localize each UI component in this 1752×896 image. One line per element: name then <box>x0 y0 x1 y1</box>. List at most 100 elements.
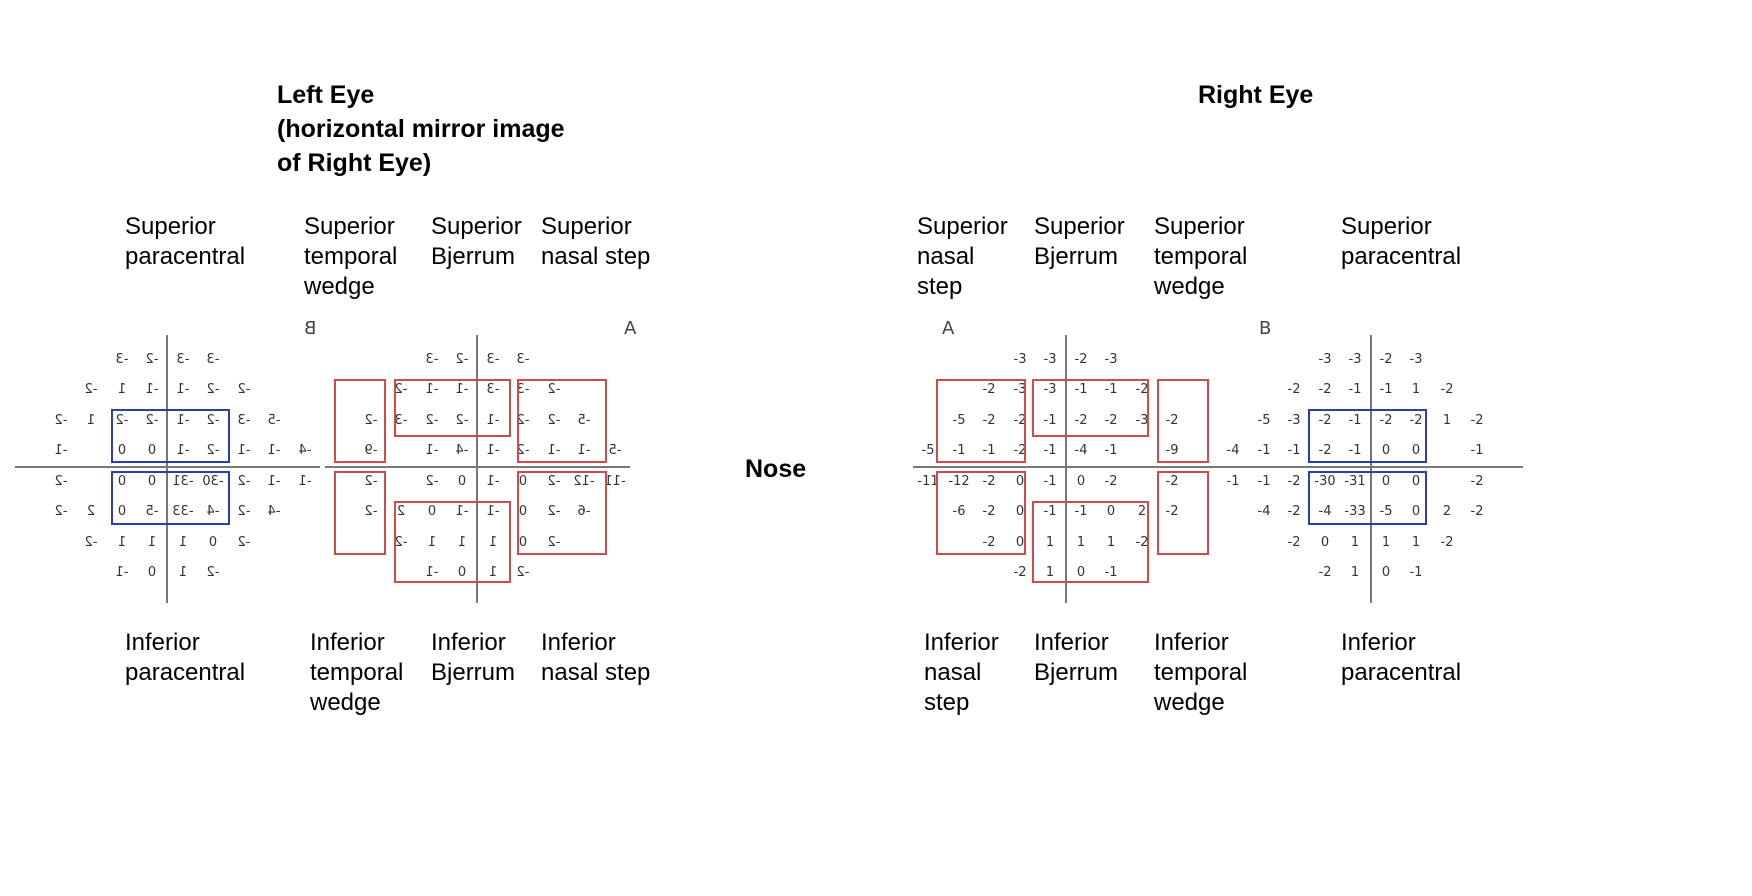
right-a-value-cell: 1 <box>1045 565 1055 580</box>
right-a-value-cell: 0 <box>1015 504 1025 519</box>
left-b-value-cell: -3 <box>206 352 220 367</box>
left-a-superior-temporal-wedge-box <box>334 379 386 463</box>
right-a-value-cell: 0 <box>1076 565 1086 580</box>
left-b-value-cell: -2 <box>237 474 251 489</box>
right-a-value-cell: 2 <box>1137 504 1147 519</box>
right-a-value-cell: -3 <box>1043 352 1057 367</box>
right-b-value-cell: -2 <box>1379 352 1393 367</box>
right-a-value-cell: -2 <box>1165 474 1179 489</box>
nose-label: Nose <box>745 455 807 483</box>
right-a-value-cell: -1 <box>1074 504 1088 519</box>
right-superior-paracentral-label: Superior paracentral <box>1341 213 1462 270</box>
right-a-value-cell: -2 <box>982 504 996 519</box>
right-inferior-nasal-step-label: Inferior nasal step <box>924 629 999 716</box>
left-a-value-cell: -3 <box>486 352 500 367</box>
right-eye-title: Right Eye <box>1198 81 1314 109</box>
right-a-value-cell: -3 <box>1135 413 1149 428</box>
right-a-value-cell: -2 <box>1104 413 1118 428</box>
right-b-value-cell: -2 <box>1318 413 1332 428</box>
right-a-value-cell: -3 <box>1104 352 1118 367</box>
right-a-value-cell: -2 <box>982 535 996 550</box>
left-b-value-cell: -1 <box>54 443 68 458</box>
right-b-value-cell: -5 <box>1379 504 1393 519</box>
right-a-value-cell: 1 <box>1106 535 1116 550</box>
left-superior-bjerrum-label: Superior Bjerrum <box>431 213 522 270</box>
left-b-value-cell: -2 <box>237 504 251 519</box>
left-a-value-cell: -1 <box>486 443 500 458</box>
left-b-value-cell: -2 <box>206 382 220 397</box>
right-a-value-cell: -5 <box>952 413 966 428</box>
left-b-value-cell: 1 <box>178 535 188 550</box>
left-b-value-cell: 1 <box>117 535 127 550</box>
right-a-value-cell: 1 <box>1076 535 1086 550</box>
left-b-inferior-paracentral-box <box>111 471 230 525</box>
right-b-value-cell: 1 <box>1350 565 1360 580</box>
left-b-value-cell: -1 <box>237 443 251 458</box>
right-a-value-cell: 0 <box>1106 504 1116 519</box>
left-a-value-cell: -1 <box>425 443 439 458</box>
right-a-value-cell: -1 <box>1043 504 1057 519</box>
right-b-value-cell: -3 <box>1348 352 1362 367</box>
right-b-value-cell: 1 <box>1411 382 1421 397</box>
left-b-value-cell: -1 <box>176 382 190 397</box>
right-a-value-cell: -2 <box>982 413 996 428</box>
right-b-value-cell: 0 <box>1411 443 1421 458</box>
right-b-value-cell: -2 <box>1318 565 1332 580</box>
right-a-value-cell: -3 <box>1013 382 1027 397</box>
left-a-superior-nasal-step-box <box>517 379 607 463</box>
right-a-value-cell: -2 <box>982 382 996 397</box>
right-b-value-cell: 1 <box>1350 535 1360 550</box>
right-b-value-cell: -3 <box>1287 413 1301 428</box>
right-b-value-cell: -4 <box>1226 443 1240 458</box>
right-inferior-temporal-wedge-label: Inferior temporal wedge <box>1154 629 1248 716</box>
right-superior-bjerrum-label: Superior Bjerrum <box>1034 213 1125 270</box>
left-b-value-cell: 1 <box>117 382 127 397</box>
right-b-value-cell: 0 <box>1381 443 1391 458</box>
left-b-value-cell: -2 <box>54 504 68 519</box>
left-superior-nasal-step-label: Superior nasal step <box>541 213 651 270</box>
right-a-inferior-bjerrum-box <box>1032 501 1149 583</box>
right-b-value-cell: -2 <box>1409 413 1423 428</box>
right-a-value-cell: -3 <box>1043 382 1057 397</box>
right-b-value-cell: 0 <box>1320 535 1330 550</box>
right-a-value-cell: 1 <box>1045 535 1055 550</box>
left-b-value-cell: 2 <box>86 504 96 519</box>
right-b-value-cell: 1 <box>1442 413 1452 428</box>
right-a-value-cell: -2 <box>1074 352 1088 367</box>
right-a-value-cell: -1 <box>1104 382 1118 397</box>
right-b-value-cell: -2 <box>1470 474 1484 489</box>
right-b-inferior-paracentral-box <box>1308 471 1427 525</box>
right-b-value-cell: 0 <box>1381 565 1391 580</box>
left-b-value-cell: 1 <box>147 535 157 550</box>
right-b-value-cell: -1 <box>1348 413 1362 428</box>
right-a-value-cell: -1 <box>1043 443 1057 458</box>
right-b-value-cell: -3 <box>1409 352 1423 367</box>
right-b-value-cell: -3 <box>1318 352 1332 367</box>
right-b-value-cell: -4 <box>1318 504 1332 519</box>
left-eye-grid-a: -3-3-2-3-2-3-3-1-1-2-5-2-2-1-2-2-3-2-5-1… <box>325 335 630 635</box>
right-b-vertical-axis <box>1370 335 1372 603</box>
right-b-value-cell: -1 <box>1348 382 1362 397</box>
left-b-value-cell: -5 <box>267 413 281 428</box>
right-a-value-cell: 0 <box>1015 474 1025 489</box>
left-b-value-cell: -2 <box>237 535 251 550</box>
right-a-value-cell: -2 <box>1013 565 1027 580</box>
left-a-value-cell: -2 <box>516 565 530 580</box>
right-a-value-cell: -1 <box>1043 474 1057 489</box>
left-a-value-cell: -2 <box>455 352 469 367</box>
right-a-value-cell: -1 <box>1043 413 1057 428</box>
left-inferior-temporal-wedge-label: Inferior temporal wedge <box>310 629 404 716</box>
left-b-value-cell: -1 <box>267 474 281 489</box>
right-b-value-cell: -1 <box>1287 443 1301 458</box>
right-b-value-cell: -2 <box>1379 413 1393 428</box>
right-a-value-cell: -9 <box>1165 443 1179 458</box>
right-b-value-cell: -2 <box>1440 382 1454 397</box>
left-b-superior-paracentral-box <box>111 409 230 463</box>
right-b-value-cell: -2 <box>1287 504 1301 519</box>
left-b-value-cell: -2 <box>206 565 220 580</box>
right-a-value-cell: -2 <box>1135 382 1149 397</box>
left-inferior-nasal-step-label: Inferior nasal step <box>541 629 651 686</box>
right-b-value-cell: -33 <box>1344 504 1366 519</box>
left-eye-title: Left Eye (horizontal mirror image of Rig… <box>277 81 565 177</box>
left-b-value-cell: 1 <box>86 413 96 428</box>
